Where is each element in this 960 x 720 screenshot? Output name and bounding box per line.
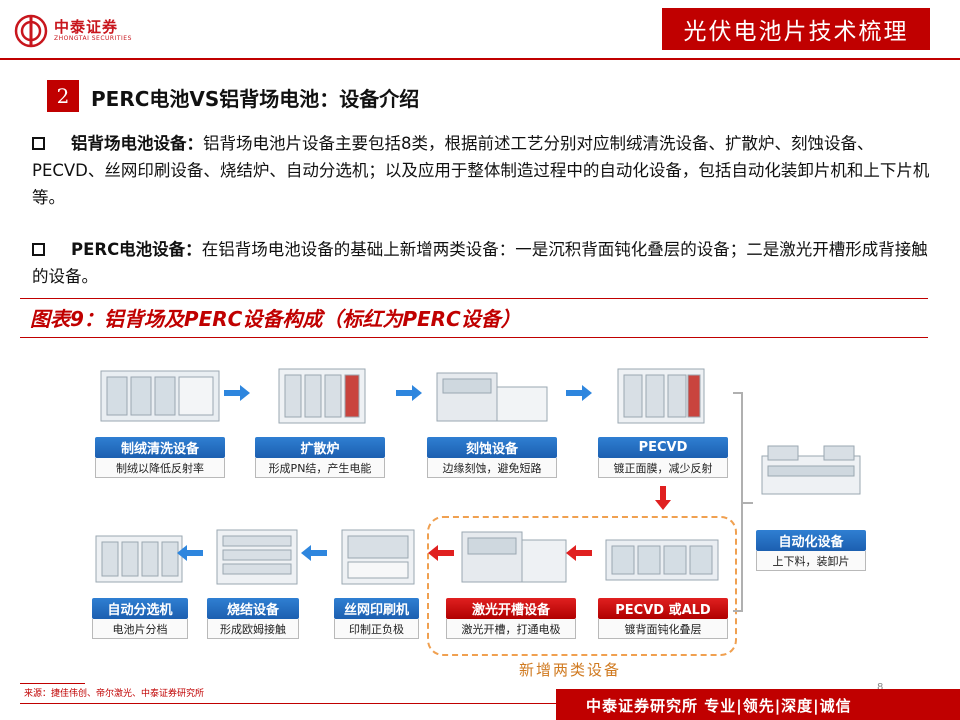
step-desc: 电池片分档 xyxy=(92,619,188,639)
step-label: 激光开槽设备 xyxy=(446,598,576,619)
arrow-down-icon xyxy=(655,486,671,510)
paragraph-text: 在铝背场电池设备的基础上新增两类设备：一是沉积背面钝化叠层的设备；二是激光开槽形… xyxy=(32,240,928,286)
laser-machine-icon xyxy=(461,531,567,583)
figure-title-top-rule xyxy=(20,298,928,299)
source-rule xyxy=(20,683,85,684)
step-pecvd: PECVD 镀正面膜，减少反射 xyxy=(598,365,728,478)
step-screen-printing: 丝网印刷机 印制正负极 xyxy=(334,526,464,639)
header-divider xyxy=(0,58,960,60)
logo-en-text: ZHONGTAI SECURITIES xyxy=(54,35,132,42)
section-title: PERC电池VS铝背场电池：设备介绍 xyxy=(91,87,420,111)
step-label: 丝网印刷机 xyxy=(334,598,419,619)
arrow-right-icon xyxy=(396,385,422,401)
step-desc: 制绒以降低反射率 xyxy=(95,458,225,478)
step-desc: 镀背面钝化叠层 xyxy=(598,619,728,639)
figure-title: 图表9：铝背场及PERC设备构成（标红为PERC设备） xyxy=(30,307,521,331)
step-diffusion-furnace: 扩散炉 形成PN结，产生电能 xyxy=(255,365,385,478)
step-label: 制绒清洗设备 xyxy=(95,437,225,458)
etching-machine-icon xyxy=(436,372,548,422)
step-etching: 刻蚀设备 边缘刻蚀，避免短路 xyxy=(427,365,557,478)
arrow-right-icon xyxy=(566,385,592,401)
new-equipment-label: 新增两类设备 xyxy=(519,661,622,679)
step-label: 烧结设备 xyxy=(207,598,299,619)
step-auto-sorting: 自动分选机 电池片分档 xyxy=(92,526,222,639)
arrow-left-icon xyxy=(301,545,327,561)
sorting-machine-icon xyxy=(95,535,183,583)
logo-cn-text: 中泰证券 xyxy=(54,18,119,36)
step-desc: 印制正负极 xyxy=(334,619,419,639)
paragraph-lead: 铝背场电池设备： xyxy=(71,134,203,153)
step-label: PECVD 或ALD xyxy=(598,598,728,619)
arrow-left-icon xyxy=(566,545,592,561)
step-desc: 镀正面膜，减少反射 xyxy=(598,458,728,478)
step-desc: 边缘刻蚀，避免短路 xyxy=(427,458,557,478)
paragraph-lead: PERC电池设备： xyxy=(71,240,202,259)
paragraph-text: 铝背场电池片设备主要包括8类，根据前述工艺分别对应制绒清洗设备、扩散炉、刻蚀设备… xyxy=(32,134,930,207)
step-desc: 形成PN结，产生电能 xyxy=(255,458,385,478)
automation-machine-icon xyxy=(761,445,861,495)
step-pecvd-ald: PECVD 或ALD 镀背面钝化叠层 xyxy=(598,526,728,639)
screen-printer-icon xyxy=(341,529,415,585)
arrow-right-icon xyxy=(224,385,250,401)
source-note: 来源：捷佳伟创、帝尔激光、中泰证券研究所 xyxy=(24,689,205,699)
footer-bar xyxy=(556,689,960,720)
figure-title-bottom-rule xyxy=(20,337,928,338)
pecvd-ald-machine-icon xyxy=(605,539,719,581)
footer-rule xyxy=(20,703,556,704)
step-label: 扩散炉 xyxy=(255,437,385,458)
step-label: 自动化设备 xyxy=(756,530,866,551)
step-laser-grooving: 激光开槽设备 激光开槽，打通电极 xyxy=(446,526,576,639)
step-sintering: 烧结设备 形成欧姆接触 xyxy=(207,526,337,639)
step-label: 自动分选机 xyxy=(92,598,188,619)
pecvd-machine-icon xyxy=(617,368,705,424)
section-number: 2 xyxy=(47,80,79,112)
square-bullet-icon xyxy=(32,243,45,256)
paragraph-perc: PERC电池设备：在铝背场电池设备的基础上新增两类设备：一是沉积背面钝化叠层的设… xyxy=(32,236,932,290)
arrow-left-icon xyxy=(177,545,203,561)
step-desc: 上下料，装卸片 xyxy=(756,551,866,571)
step-automation: 自动化设备 上下料，装卸片 xyxy=(756,440,886,571)
page-number: 8 xyxy=(877,682,884,693)
texturing-machine-icon xyxy=(100,370,220,422)
company-logo: 中泰证券 ZHONGTAI SECURITIES xyxy=(14,14,132,48)
diffusion-furnace-icon xyxy=(278,368,366,424)
paragraph-al-bsf: 铝背场电池设备：铝背场电池片设备主要包括8类，根据前述工艺分别对应制绒清洗设备、… xyxy=(32,130,932,211)
step-desc: 形成欧姆接触 xyxy=(207,619,299,639)
step-label: PECVD xyxy=(598,437,728,458)
header-topic-badge: 光伏电池片技术梳理 xyxy=(662,8,930,50)
automation-bracket-tick xyxy=(743,502,753,504)
automation-bracket xyxy=(733,392,743,612)
footer-slogan: 中泰证券研究所 专业|领先|深度|诚信 xyxy=(586,697,852,715)
sintering-furnace-icon xyxy=(216,529,298,585)
step-desc: 激光开槽，打通电极 xyxy=(446,619,576,639)
step-label: 刻蚀设备 xyxy=(427,437,557,458)
new-equipment-dashed-box xyxy=(427,516,737,656)
logo-mark-icon xyxy=(14,14,48,48)
arrow-left-icon xyxy=(428,545,454,561)
step-texturing-cleaning: 制绒清洗设备 制绒以降低反射率 xyxy=(95,365,225,478)
square-bullet-icon xyxy=(32,137,45,150)
